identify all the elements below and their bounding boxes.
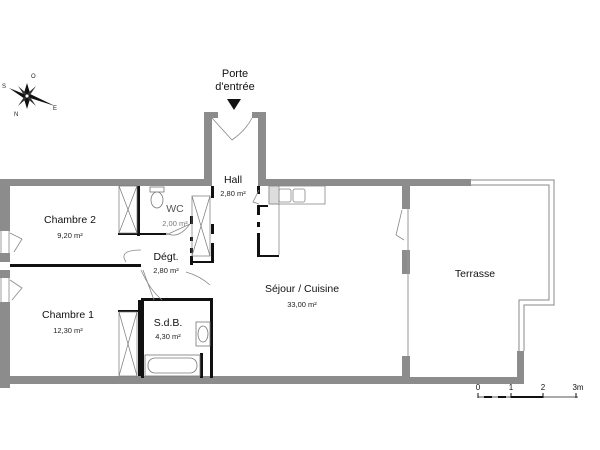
scale-bar xyxy=(477,393,578,398)
svg-text:O: O xyxy=(31,74,36,80)
room-area: 9,20 m² xyxy=(57,231,83,240)
scale-tick-1: 1 xyxy=(508,383,514,392)
room-chambre1: Chambre 1 12,30 m² xyxy=(42,309,94,335)
room-chambre2: Chambre 2 9,20 m² xyxy=(44,214,96,240)
room-area: 12,30 m² xyxy=(53,326,83,335)
entry-label-line2: d'entrée xyxy=(215,81,255,93)
svg-text:E: E xyxy=(53,106,57,112)
room-name: Hall xyxy=(223,174,243,186)
svg-text:N: N xyxy=(14,112,18,118)
room-sejour: Séjour / Cuisine 33,00 m² xyxy=(265,283,339,309)
room-sdb: S.d.B. 4,30 m² xyxy=(154,317,183,341)
room-area: 33,00 m² xyxy=(287,300,317,309)
room-name: Chambre 1 xyxy=(42,309,94,321)
entry-arrow-icon xyxy=(227,99,241,110)
room-wc: WC 2,00 m² xyxy=(162,203,187,228)
room-name: Terrasse xyxy=(454,268,496,280)
scale-tick-2: 2 xyxy=(540,383,546,392)
compass-rose-icon xyxy=(9,83,55,109)
room-name: Chambre 2 xyxy=(44,214,96,226)
room-name: Séjour / Cuisine xyxy=(264,283,340,295)
room-area: 4,30 m² xyxy=(155,332,181,341)
room-hall: Hall 2,80 m² xyxy=(220,174,245,198)
entry-label-line1: Porte xyxy=(221,68,249,80)
room-degt: Dégt. 2,80 m² xyxy=(153,251,178,275)
room-name: WC xyxy=(166,203,184,215)
room-area: 2,00 m² xyxy=(162,219,188,228)
scale-tick-3m: 3m xyxy=(572,383,584,392)
room-area: 2,80 m² xyxy=(220,189,246,198)
room-area: 2,80 m² xyxy=(153,266,179,275)
svg-text:S: S xyxy=(2,84,6,90)
scale-tick-0: 0 xyxy=(475,383,481,392)
room-terrasse: Terrasse xyxy=(455,268,495,280)
room-name: Dégt. xyxy=(153,251,179,263)
room-name: S.d.B. xyxy=(153,317,183,329)
entry-label: Porte d'entrée xyxy=(215,68,254,94)
